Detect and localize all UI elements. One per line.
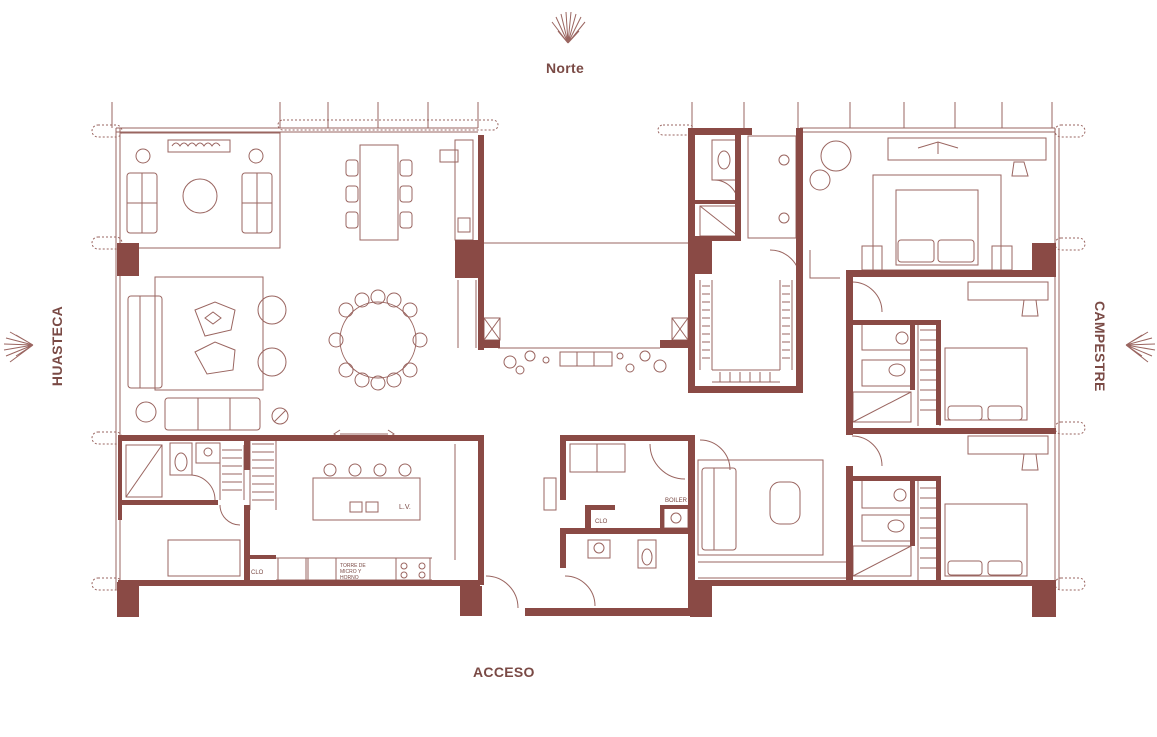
- dining-furniture: [328, 139, 477, 391]
- north-compass-icon: [551, 11, 586, 44]
- closet-service-label: CLO: [595, 519, 608, 525]
- huasteca-label: HUASTECA: [49, 305, 65, 387]
- laundry-label: L.V.: [399, 504, 411, 511]
- bedroom-3-furniture: [851, 435, 1049, 580]
- hedges: [91, 119, 1086, 591]
- bedroom-2-furniture: [851, 281, 1049, 426]
- pergola-posts: [111, 102, 1053, 128]
- utility-furniture: [485, 443, 689, 609]
- kitchen-furniture: [249, 429, 456, 581]
- east-compass-icon: [1125, 331, 1156, 363]
- family-room-furniture: [697, 249, 850, 579]
- service-area: [125, 442, 245, 577]
- oven-tower-label: TORRE DE MICRO Y HORNO: [340, 563, 366, 581]
- north-label: Norte: [546, 60, 585, 76]
- structural-walls: [117, 128, 1056, 617]
- acceso-label: ACCESO: [473, 664, 535, 680]
- campestre-label: CAMPESTRE: [1092, 301, 1108, 392]
- closet-kitchen-label: CLO: [251, 570, 264, 576]
- boiler-label: BOILER: [665, 498, 688, 504]
- master-bedroom-furniture: [699, 135, 1047, 271]
- stairs: [483, 280, 793, 383]
- courtyard-furniture: [503, 350, 667, 375]
- west-compass-icon: [3, 331, 34, 363]
- living-furniture: [119, 132, 289, 431]
